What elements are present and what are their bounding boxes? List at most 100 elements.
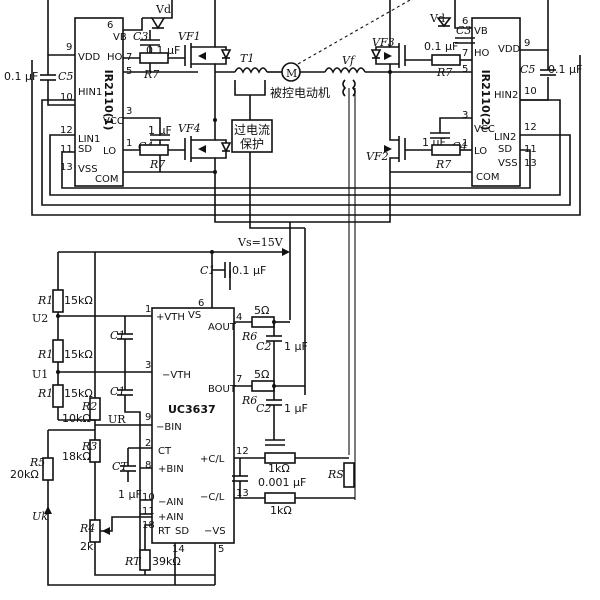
r6a-label: R6 (241, 330, 257, 343)
u-pin-vs-num: 6 (198, 298, 204, 309)
pin-vss: VSS (78, 164, 98, 175)
r6b-value: 5Ω (254, 368, 269, 381)
r7-bottom (139, 144, 169, 156)
right-mosfet-leg: VF3 VF2 (366, 0, 406, 210)
r7-top (139, 52, 169, 64)
r-vd-diode-icon (436, 17, 452, 28)
u-pin-aout-num: 4 (236, 312, 242, 323)
r-pin-ho: HO (474, 48, 490, 59)
pin-sd: SD (78, 144, 92, 155)
u-pin-vthn: −VTH (162, 370, 191, 381)
r-r7-bottom (431, 144, 461, 156)
cl-resistor-bottom (264, 492, 296, 504)
u-pin-ainn: −AIN (158, 497, 184, 508)
r5-value: 20kΩ (10, 468, 39, 481)
pin-hin: HIN1 (78, 87, 102, 98)
r7-top-label: R7 (143, 68, 159, 81)
left-mosfet-leg: VF1 VF4 (178, 0, 232, 210)
rs-label: RS (327, 468, 344, 481)
u-pin-ainp: +AIN (158, 512, 184, 523)
r-c3-value: 0.1 μF (424, 40, 458, 53)
pin-vb-num: 6 (107, 20, 113, 31)
ir2110-2-name: IR2110(2) (479, 70, 492, 131)
u-pin-cln-num: 13 (236, 488, 249, 499)
pin-lin: LIN1 (78, 134, 100, 145)
uk-arrow-icon (44, 506, 52, 514)
c4-value: 1 μF (148, 124, 172, 137)
r6a-value: 5Ω (254, 304, 269, 317)
ir2110-2-chip (471, 17, 521, 187)
pin-vcc: VCC (103, 116, 124, 127)
overcurrent-protect-box (231, 119, 273, 153)
uc3637-chip (151, 307, 235, 544)
u-pin-binp-num: 8 (145, 460, 151, 471)
r6b-label: R6 (241, 394, 257, 407)
c5-label: C5 (58, 70, 73, 83)
r-pin-vdd: VDD (498, 44, 521, 55)
c3-label: C3 (133, 30, 148, 43)
r3-value: 18kΩ (62, 450, 91, 463)
c2a-value: 1 μF (284, 340, 308, 353)
pin-vdd: VDD (78, 52, 101, 63)
r1c (52, 384, 64, 408)
pin-sd-num: 11 (60, 144, 73, 155)
vs-arrow-icon (282, 248, 290, 256)
t1-winding-icon (234, 67, 268, 74)
uc3637-name: UC3637 (168, 403, 216, 416)
pin-hin-num: 10 (60, 92, 73, 103)
u-pin-ainn-num: 10 (142, 492, 155, 503)
u-pin-negvs-num: 5 (218, 544, 224, 555)
vd-diode-icon (150, 17, 166, 30)
u-pin-binn: −BIN (156, 422, 182, 433)
r1c-label: R1 (37, 387, 53, 400)
r4-value: 2k (80, 540, 94, 553)
r2-label: R2 (81, 400, 97, 413)
power-stage: T1 M 被控电动机 Vf 过电流 保护 (215, 0, 411, 500)
r4-wiper-icon (102, 527, 110, 535)
pin-com: COM (95, 174, 118, 185)
r-pin-vb: VB (474, 26, 488, 37)
c1b-label: C1 (110, 385, 125, 398)
motor-label: 被控电动机 (270, 86, 330, 100)
ir2110-1-name: IR2110(1) (102, 70, 115, 131)
r7-bottom-label: R7 (149, 158, 165, 171)
pin-lo-num: 1 (126, 138, 132, 149)
cl-c-value: 0.001 μF (258, 476, 306, 489)
ir2110-1-chip (74, 17, 124, 187)
u-pin-ct: CT (158, 446, 172, 457)
r-vd-label: Vd (429, 12, 445, 25)
u-pin-clp: +C/L (200, 454, 225, 465)
protect-line1: 过电流 (234, 123, 270, 137)
ur-label: UR (108, 413, 126, 426)
r1c-value: 15kΩ (64, 387, 93, 400)
pin-vb: VB (113, 32, 127, 43)
vf-label: Vf (342, 54, 356, 67)
motor-symbol: M (286, 67, 297, 80)
cl-r-value: 1kΩ (268, 462, 290, 475)
r-pin-vss: VSS (498, 158, 518, 169)
r6b (251, 380, 275, 392)
r4-label: R4 (79, 522, 95, 535)
u-pin-rt: RT (158, 526, 171, 537)
uk-label: Uk (32, 510, 48, 523)
r-pin-vcc: VCC (474, 124, 495, 135)
r-pin-lo-num: 1 (462, 138, 468, 149)
u-pin-sd-num: 14 (172, 544, 185, 555)
vf4-label: VF4 (178, 122, 201, 135)
pin-vdd-num: 9 (66, 42, 72, 53)
r1b-value: 15kΩ (64, 348, 93, 361)
r-pin-vb-num: 6 (462, 16, 468, 27)
vs-supply-label: Vs=15V (237, 236, 284, 249)
interconnect-wiring (31, 55, 581, 395)
r-pin-hin-num: 10 (524, 86, 537, 97)
u-pin-rt-num: 18 (142, 520, 155, 531)
vf4-arrow-icon (198, 145, 206, 153)
r3-label: R3 (81, 440, 97, 453)
r-pin-sd: SD (498, 144, 512, 155)
u-pin-negvs: −VS (204, 526, 226, 537)
pin-ho: HO (107, 52, 123, 63)
c1-top-label: C1 (200, 264, 215, 277)
rt (139, 549, 151, 571)
r-c3-label: C3 (456, 24, 471, 37)
ct-label: CT (112, 460, 129, 473)
